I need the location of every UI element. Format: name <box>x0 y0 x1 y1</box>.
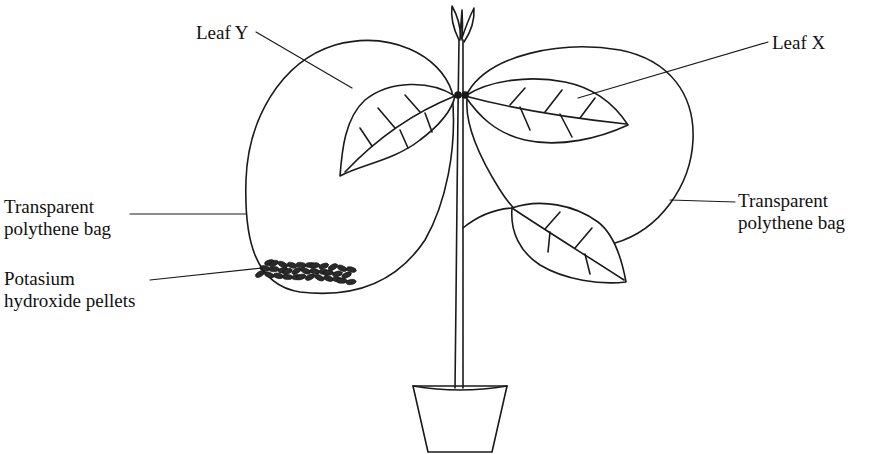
pellet <box>277 260 288 269</box>
pellet <box>296 262 307 269</box>
stem-node <box>462 92 468 98</box>
leader-line <box>150 268 262 280</box>
potassium-hydroxide-pellets <box>254 259 356 286</box>
pellet <box>332 270 343 277</box>
leaf-vein <box>545 212 592 274</box>
leaf-label: Leaf Y <box>196 22 316 44</box>
pellet <box>337 278 347 283</box>
leaf-midrib <box>465 96 626 124</box>
pellet <box>286 261 297 269</box>
pellet <box>269 266 279 272</box>
bag-label: Transparent polythene bag <box>738 190 878 234</box>
leaf-midrib <box>512 208 624 280</box>
leaf-vein <box>360 95 432 148</box>
pellet <box>309 268 320 275</box>
pellet <box>327 262 338 271</box>
pellet <box>318 262 329 270</box>
pellet <box>295 273 306 281</box>
reagent-label: Potasium hydroxide pellets <box>4 268 154 312</box>
pellet <box>309 262 320 269</box>
leader-line <box>256 32 352 88</box>
leaf-vein <box>510 88 595 137</box>
stem-node <box>455 92 461 98</box>
leaf-label: Leaf X <box>772 32 882 54</box>
terminal-bud <box>460 10 463 40</box>
flower-pot <box>413 386 507 452</box>
terminal-bud <box>462 8 474 42</box>
leaf <box>465 79 628 143</box>
pellet <box>268 259 279 268</box>
bag-label: Transparent polythene bag <box>4 196 128 240</box>
leaf <box>512 203 626 282</box>
pellet <box>282 274 292 280</box>
leaf-midrib <box>345 96 455 172</box>
pot-rim <box>413 386 507 390</box>
pellet <box>273 272 284 279</box>
pellet <box>336 264 347 273</box>
leader-line <box>578 42 768 98</box>
leader-line <box>670 200 735 202</box>
petiole <box>463 208 512 228</box>
pellet <box>346 266 357 273</box>
pellet <box>300 267 311 276</box>
pellet <box>346 279 357 286</box>
leader-line <box>130 213 246 214</box>
leaf <box>340 84 455 176</box>
pellet <box>282 267 293 275</box>
